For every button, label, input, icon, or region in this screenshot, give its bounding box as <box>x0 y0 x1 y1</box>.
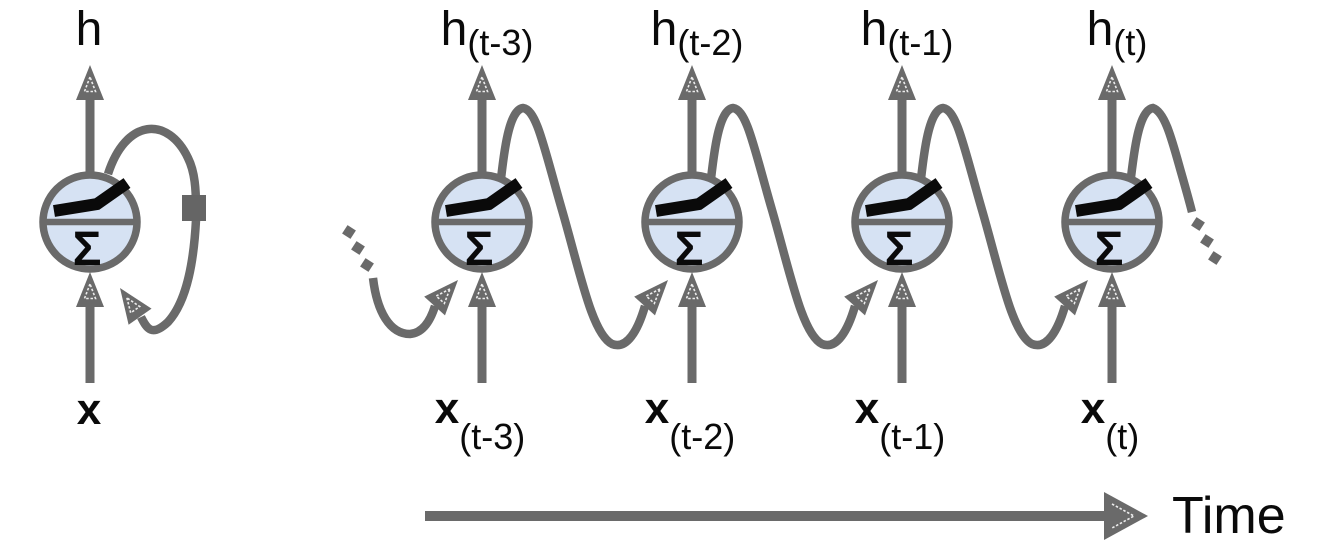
incoming-connection <box>368 277 440 339</box>
output-label: h(t) <box>1087 3 1148 63</box>
recurrent-loop-lower <box>137 219 201 335</box>
sum-symbol: Σ <box>73 223 102 276</box>
output-label: h(t-1) <box>861 3 954 63</box>
time-arrowhead-icon <box>1104 492 1148 540</box>
continuation-dots-right <box>1191 217 1222 265</box>
input-label: x(t) <box>1081 384 1139 457</box>
input-arrowhead-icon <box>887 271 917 308</box>
rnn-unit-t-2: Σ h(t-2) x(t-2) <box>633 3 744 457</box>
time-label: Time <box>1172 487 1286 545</box>
unit-wave-connection-1 <box>495 103 650 350</box>
folded-rnn-unit: Σ h x <box>41 3 206 434</box>
outgoing-connection <box>1125 103 1197 214</box>
continuation-dots-left <box>342 225 374 272</box>
output-arrowhead-icon <box>75 64 105 101</box>
sum-symbol: Σ <box>885 223 914 276</box>
rnn-unit-t-1: Σ h(t-1) x(t-1) <box>843 3 954 457</box>
input-arrowhead-icon <box>1097 271 1127 308</box>
sum-symbol: Σ <box>1095 223 1124 276</box>
output-label: h <box>76 3 103 56</box>
input-label: x <box>77 385 102 434</box>
delay-square <box>182 195 206 221</box>
output-arrowhead-icon <box>467 64 497 101</box>
output-arrowhead-icon <box>887 64 917 101</box>
input-label: x(t-1) <box>855 384 945 457</box>
output-label: h(t-2) <box>651 3 744 63</box>
input-arrowhead-icon <box>75 271 105 308</box>
sum-symbol: Σ <box>675 223 704 276</box>
output-label: h(t-3) <box>441 3 534 63</box>
input-label: x(t-2) <box>645 384 735 457</box>
input-label: x(t-3) <box>435 384 525 457</box>
output-arrowhead-icon <box>1097 64 1127 101</box>
recurrent-loop-upper <box>103 124 201 209</box>
unit-wave-connection-2 <box>705 103 860 350</box>
time-axis: Time <box>425 487 1286 545</box>
output-arrowhead-icon <box>677 64 707 101</box>
unit-wave-connection-3 <box>915 103 1070 350</box>
rnn-unit-t-3: Σ h(t-3) x(t-3) <box>423 3 534 457</box>
rnn-unit-t: Σ h(t) x(t) <box>1053 3 1161 457</box>
input-arrowhead-icon <box>677 271 707 308</box>
input-arrowhead-icon <box>467 271 497 308</box>
sum-symbol: Σ <box>465 223 494 276</box>
